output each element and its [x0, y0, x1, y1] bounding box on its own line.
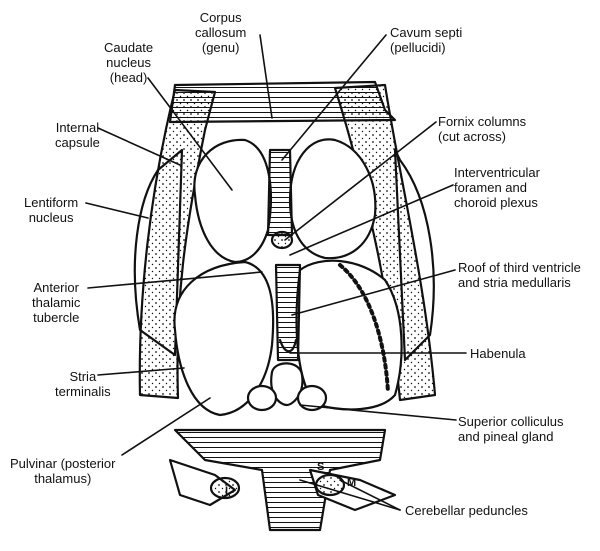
fornix-columns [272, 232, 292, 248]
label-caudate-nucleus: Caudate nucleus (head) [104, 40, 153, 85]
leader-lentiform [86, 203, 148, 218]
peduncle-letter-i: I [225, 485, 228, 497]
label-superior-colliculus: Superior colliculus and pineal gland [458, 414, 564, 444]
label-pulvinar: Pulvinar (posterior thalamus) [10, 456, 116, 486]
caudate-head-left [194, 140, 271, 262]
label-anterior-thalamic-tubercle: Anterior thalamic tubercle [32, 280, 80, 325]
label-lentiform-nucleus: Lentiform nucleus [24, 195, 78, 225]
label-cavum-septi: Cavum septi (pellucidi) [390, 25, 462, 55]
label-cerebellar-peduncles: Cerebellar peduncles [405, 503, 528, 518]
label-fornix-columns: Fornix columns (cut across) [438, 114, 526, 144]
leader-colliculus [300, 405, 456, 420]
label-interventricular-foramen: Interventricular foramen and choroid ple… [454, 165, 540, 210]
label-internal-capsule: Internal capsule [55, 120, 100, 150]
septum-pellucidum [268, 150, 292, 235]
colliculus-left [248, 386, 276, 410]
peduncle-letter-s: S [317, 461, 324, 473]
label-stria-terminalis: Stria terminalis [55, 369, 111, 399]
label-roof-third-ventricle: Roof of third ventricle and stria medull… [458, 260, 581, 290]
third-ventricle [276, 265, 300, 360]
label-habenula: Habenula [470, 346, 526, 361]
peduncle-letter-m: M [347, 477, 356, 489]
label-corpus-callosum: Corpus callosum (genu) [195, 10, 246, 55]
